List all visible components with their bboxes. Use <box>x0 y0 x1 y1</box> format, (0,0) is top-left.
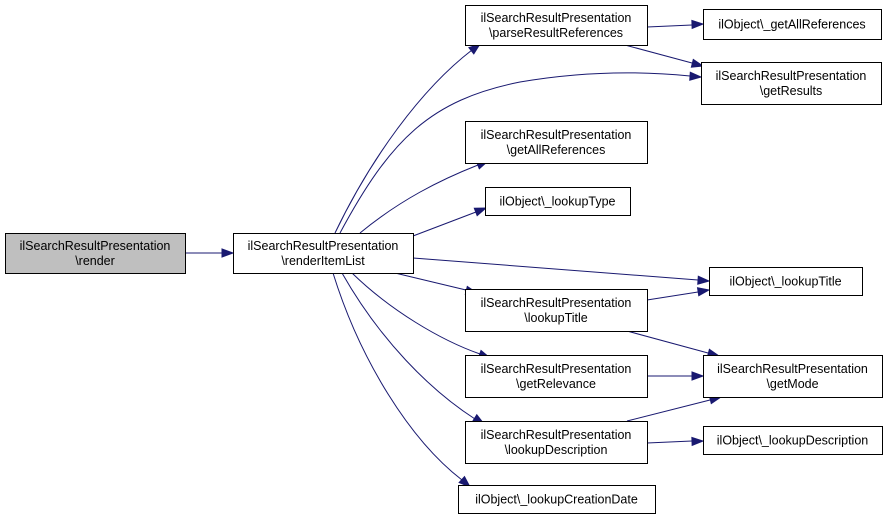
node-lookupDescription[interactable]: ilSearchResultPresentation\lookupDescrip… <box>465 421 648 464</box>
edge-line <box>646 24 693 28</box>
arrowhead <box>691 436 705 447</box>
arrowhead <box>691 371 705 381</box>
arrowhead <box>690 58 705 68</box>
edge-line <box>412 211 477 237</box>
node-label-line: ilObject\_lookupDescription <box>717 434 869 448</box>
edge-line <box>332 272 463 481</box>
arrowhead <box>689 71 703 81</box>
edge-parseResultReferences-to-getAllReferencesObj <box>646 19 705 30</box>
arrowhead <box>691 19 705 30</box>
node-label-line: \renderItemList <box>281 254 365 268</box>
edge-renderItemList-to-getAllReferences <box>359 160 490 234</box>
edge-renderItemList-to-lookupTitleObj <box>412 257 711 285</box>
node-getAllReferencesObj[interactable]: ilObject\_getAllReferences <box>703 9 882 40</box>
node-box[interactable] <box>465 121 648 164</box>
edge-lookupDescription-to-lookupDescriptionObj <box>646 436 705 447</box>
node-label-line: \lookupTitle <box>524 311 588 325</box>
node-label-line: \getMode <box>766 377 818 391</box>
edge-parseResultReferences-to-getResults <box>624 44 705 68</box>
edge-line <box>339 72 691 234</box>
arrowhead <box>473 207 488 217</box>
node-parseResultReferences[interactable]: ilSearchResultPresentation\parseResultRe… <box>465 5 648 46</box>
node-label-line: ilSearchResultPresentation <box>481 362 632 376</box>
node-getResults[interactable]: ilSearchResultPresentation\getResults <box>701 62 882 105</box>
edge-renderItemList-to-lookupType <box>412 207 488 237</box>
node-box[interactable] <box>703 355 883 398</box>
node-label-line: \render <box>75 254 115 268</box>
node-getAllReferences[interactable]: ilSearchResultPresentation\getAllReferen… <box>465 121 648 164</box>
edge-renderItemList-to-getResults <box>339 71 703 234</box>
edge-renderItemList-to-lookupTitle <box>394 272 479 295</box>
edge-line <box>626 330 709 354</box>
edge-renderItemList-to-lookupCreationDate <box>332 272 472 488</box>
edge-line <box>359 164 479 234</box>
node-lookupCreationDate[interactable]: ilObject\_lookupCreationDate <box>458 485 656 514</box>
edge-line <box>646 440 693 444</box>
node-lookupType[interactable]: ilObject\_lookupType <box>485 187 631 216</box>
node-getMode[interactable]: ilSearchResultPresentation\getMode <box>703 355 883 398</box>
node-box[interactable] <box>709 267 863 296</box>
edge-render-to-renderItemList <box>185 248 235 258</box>
node-box[interactable] <box>701 62 882 105</box>
node-lookupTitleObj[interactable]: ilObject\_lookupTitle <box>709 267 863 296</box>
edge-lookupTitle-to-lookupTitleObj <box>646 287 711 301</box>
node-label-line: ilSearchResultPresentation <box>481 11 632 25</box>
nodes-layer: ilSearchResultPresentation\renderilSearc… <box>5 5 883 514</box>
arrowhead <box>696 287 711 297</box>
node-label-line: ilSearchResultPresentation <box>481 296 632 310</box>
edge-lookupDescription-to-getMode <box>626 395 723 422</box>
edge-line <box>626 399 711 422</box>
node-label-line: \getAllReferences <box>507 143 606 157</box>
node-label-line: \getRelevance <box>516 377 596 391</box>
node-label-line: ilSearchResultPresentation <box>481 128 632 142</box>
edge-lookupTitle-to-getMode <box>626 330 721 358</box>
node-box[interactable] <box>458 485 656 514</box>
node-box[interactable] <box>5 233 186 274</box>
edge-line <box>341 272 476 420</box>
node-label-line: ilObject\_lookupType <box>499 195 615 209</box>
arrowhead <box>221 248 235 258</box>
arrowhead <box>697 275 711 285</box>
node-label-line: ilSearchResultPresentation <box>717 362 868 376</box>
node-label-line: ilSearchResultPresentation <box>20 239 171 253</box>
node-label-line: ilSearchResultPresentation <box>248 239 399 253</box>
node-getRelevance[interactable]: ilSearchResultPresentation\getRelevance <box>465 355 648 398</box>
edge-line <box>351 272 481 355</box>
node-box[interactable] <box>465 355 648 398</box>
edge-line <box>646 291 699 301</box>
node-box[interactable] <box>465 289 648 332</box>
node-box[interactable] <box>703 426 883 455</box>
node-box[interactable] <box>233 233 414 274</box>
node-box[interactable] <box>703 9 882 40</box>
edge-line <box>412 257 699 281</box>
edge-getRelevance-to-getMode <box>647 371 705 381</box>
node-label-line: \getResults <box>760 84 823 98</box>
node-renderItemList[interactable]: ilSearchResultPresentation\renderItemLis… <box>233 233 414 274</box>
edges-layer <box>185 19 723 488</box>
node-label-line: \parseResultReferences <box>489 26 623 40</box>
node-label-line: ilObject\_lookupTitle <box>729 275 841 289</box>
node-lookupDescriptionObj[interactable]: ilObject\_lookupDescription <box>703 426 883 455</box>
edge-line <box>624 44 693 64</box>
node-box[interactable] <box>465 421 648 464</box>
node-label-line: ilSearchResultPresentation <box>716 69 867 83</box>
node-label-line: ilSearchResultPresentation <box>481 428 632 442</box>
node-render[interactable]: ilSearchResultPresentation\render <box>5 233 186 274</box>
node-label-line: \lookupDescription <box>505 443 608 457</box>
edge-renderItemList-to-parseResultReferences <box>334 43 482 234</box>
arrowhead <box>458 475 472 488</box>
node-box[interactable] <box>485 187 631 216</box>
edge-line <box>394 272 467 291</box>
node-label-line: ilObject\_lookupCreationDate <box>475 493 638 507</box>
node-box[interactable] <box>465 5 648 46</box>
node-label-line: ilObject\_getAllReferences <box>718 18 865 32</box>
edge-line <box>334 49 473 234</box>
node-lookupTitle[interactable]: ilSearchResultPresentation\lookupTitle <box>465 289 648 332</box>
